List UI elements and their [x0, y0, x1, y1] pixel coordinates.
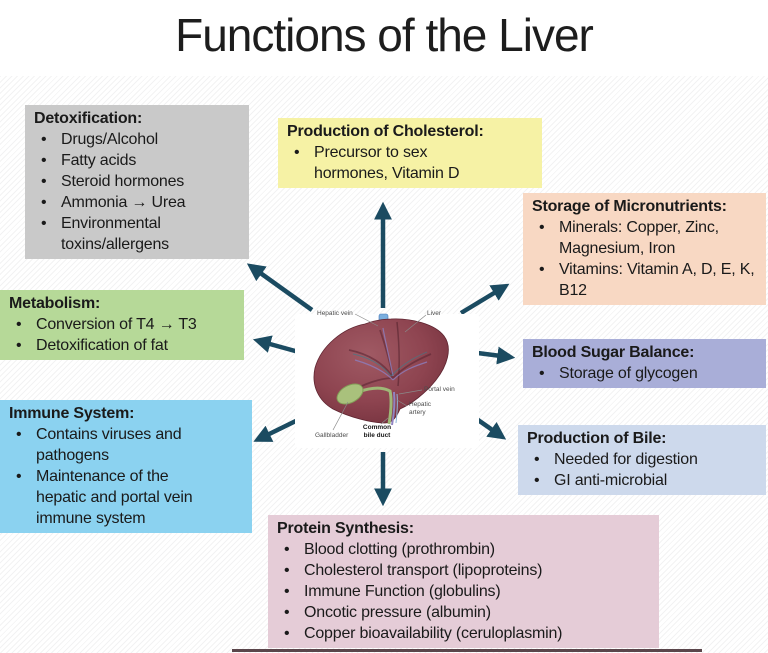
portal-vein-vessel	[391, 391, 396, 426]
box-header: Blood Sugar Balance:	[532, 344, 695, 361]
bullet-item: Minerals: Copper, Zinc, Magnesium, Iron	[523, 217, 762, 259]
bullet-item: Cholesterol transport (lipoproteins)	[268, 560, 655, 581]
bullet-item: Drugs/Alcohol	[25, 129, 245, 150]
liver-lobe-cleft	[396, 321, 400, 387]
box-header: Production of Cholesterol:	[287, 123, 484, 140]
hepatic-artery-label: Hepatic artery	[409, 401, 432, 416]
bullet-item: Conversion of T4 → T3	[0, 314, 240, 335]
bullet-item: Contains viruses and pathogens	[0, 424, 248, 466]
box-header: Protein Synthesis:	[277, 520, 414, 537]
box-header: Metabolism:	[9, 295, 101, 312]
gallbladder-label: Gallbladder	[315, 432, 349, 439]
immune-system-box: Immune System: Contains viruses and path…	[0, 400, 252, 533]
label-leader-lines	[332, 313, 427, 431]
hepatic-vessel-branches	[352, 351, 428, 377]
gallbladder-shape	[336, 383, 364, 405]
portal-vein-label: Portal vein	[424, 386, 455, 393]
protein-synthesis-box: Protein Synthesis: Blood clotting (proth…	[268, 515, 659, 648]
detoxification-box: Detoxification: Drugs/Alcohol Fatty acid…	[25, 105, 249, 259]
bullet-item: Oncotic pressure (albumin)	[268, 602, 655, 623]
bullet-item: Maintenance of the hepatic and portal ve…	[0, 466, 248, 529]
hepatic-artery-vessel	[395, 393, 398, 424]
bullet-item: Storage of glycogen	[523, 363, 762, 384]
bullet-item: Fatty acids	[25, 150, 245, 171]
portal-vessel-branches	[354, 327, 428, 381]
bullet-item: Precursor to sex hormones, Vitamin D	[278, 142, 538, 184]
bullet-item: Blood clotting (prothrombin)	[268, 539, 655, 560]
bullet-item: Vitamins: Vitamin A, D, E, K, B12	[523, 259, 762, 301]
page-title: Functions of the Liver	[175, 9, 594, 61]
production-of-cholesterol-box: Production of Cholesterol: Precursor to …	[278, 118, 542, 188]
liver-illustration	[295, 313, 479, 448]
bullet-item: Copper bioavailability (ceruloplasmin)	[268, 623, 655, 644]
production-of-bile-box: Production of Bile: Needed for digestion…	[518, 425, 766, 495]
storage-of-micronutrients-box: Storage of Micronutrients: Minerals: Cop…	[523, 193, 766, 305]
bullet-item: Ammonia → Urea	[25, 192, 245, 213]
bullet-item: Steroid hormones	[25, 171, 245, 192]
liver-label: Liver	[427, 310, 442, 317]
box-header: Immune System:	[9, 405, 135, 422]
bottom-edge-line	[232, 649, 702, 652]
common-bile-duct-vessel	[352, 386, 393, 425]
bullet-item: Needed for digestion	[518, 449, 762, 470]
common-bile-duct-label: Common bile duct	[362, 424, 392, 439]
box-header: Production of Bile:	[527, 430, 667, 447]
bullet-item: Immune Function (globulins)	[268, 581, 655, 602]
bullet-item: Environmental toxins/allergens	[25, 213, 245, 255]
bullet-item: Detoxification of fat	[0, 335, 240, 356]
hepatic-vein-label: Hepatic vein	[317, 310, 353, 317]
metabolism-box: Metabolism: Conversion of T4 → T3 Detoxi…	[0, 290, 244, 360]
box-header: Storage of Micronutrients:	[532, 198, 727, 215]
blood-sugar-balance-box: Blood Sugar Balance: Storage of glycogen	[523, 339, 766, 388]
bullet-item: GI anti-microbial	[518, 470, 762, 491]
box-header: Detoxification:	[34, 110, 143, 127]
